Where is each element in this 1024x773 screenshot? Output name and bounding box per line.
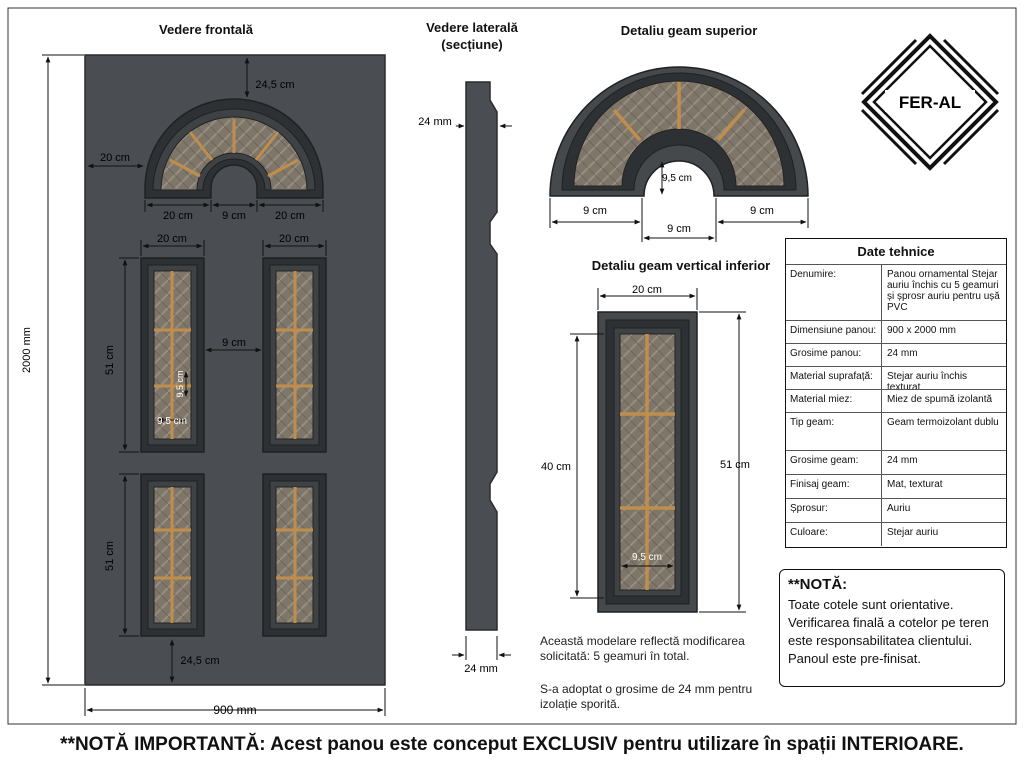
title-side-view: Vedere laterală — [426, 20, 518, 35]
table-row: Denumire: Panou ornamental Stejar auriu … — [786, 264, 1006, 321]
title-side-view-sub: (secțiune) — [441, 37, 503, 52]
dim-side-bottom: 24 mm — [464, 663, 498, 675]
table-key: Șprosur: — [786, 499, 882, 523]
dim-bottom-margin: 24,5 cm — [180, 655, 219, 667]
dim-top-left: 9 cm — [583, 205, 607, 217]
dim-vert-w: 20 cm — [632, 284, 662, 296]
nota-line: Panoul este pre-finisat. — [788, 651, 921, 666]
front-dimension-lines — [42, 54, 386, 716]
title-front-view: Vedere frontală — [159, 22, 253, 37]
page-border — [7, 7, 1017, 725]
dim-top-inner-h: 9,5 cm — [662, 173, 692, 184]
nota-heading: **NOTĂ: — [788, 576, 848, 593]
dim-upper-h: 51 cm — [104, 345, 116, 375]
dim-side-top: 24 mm — [418, 116, 452, 128]
dim-total-w: 900 mm — [213, 703, 256, 717]
arch-window — [144, 98, 324, 199]
logo-text: FER-AL — [899, 93, 961, 112]
nota-line: Toate cotele sunt orientative. — [788, 597, 954, 612]
vertical-detail: 20 cm 40 cm 51 cm 9,5 cm — [541, 284, 750, 613]
table-key: Grosime geam: — [786, 451, 882, 475]
dim-upper-right-w: 20 cm — [279, 233, 309, 245]
title-vertical-detail: Detaliu geam vertical inferior — [591, 258, 771, 273]
dim-upper-bar-h: 9,5 cm — [157, 416, 187, 427]
table-key: Material suprafață: — [786, 367, 882, 390]
modification-note: Această modelare reflectă modificarea so… — [540, 634, 776, 664]
top-detail: 9 cm 9 cm 9,5 cm 9 cm — [549, 66, 809, 242]
thickness-note-line1: S-a adoptat o grosime de 24 mm pentru — [540, 682, 753, 696]
table-key: Grosime panou: — [786, 344, 882, 367]
dim-top-inner-w: 9 cm — [667, 223, 691, 235]
table-value: Geam termoizolant dublu — [887, 417, 999, 428]
table-value: Auriu — [887, 503, 911, 514]
dim-upper-left-w: 20 cm — [157, 233, 187, 245]
thickness-note: S-a adoptat o grosime de 24 mm pentru iz… — [540, 682, 776, 712]
table-row: Material suprafață: Stejar auriu închis … — [786, 366, 1006, 393]
dim-arch-mid-w: 9 cm — [222, 210, 246, 222]
nota-box: **NOTĂ: Toate cotele sunt orientative. V… — [779, 569, 1005, 687]
table-key: Culoare: — [786, 523, 882, 546]
dim-arch-top: 24,5 cm — [255, 79, 294, 91]
technical-data-title: Date tehnice — [786, 239, 1006, 265]
lower-right-window — [262, 473, 327, 637]
table-key: Denumire: — [786, 265, 882, 321]
dim-arch-side: 20 cm — [100, 152, 130, 164]
dim-total-h: 2000 mm — [21, 327, 33, 373]
front-view: 2000 mm 900 mm 24,5 cm 20 cm 20 cm 9 cm … — [21, 54, 386, 717]
table-row: Tip geam: Geam termoizolant dublu — [786, 412, 1006, 451]
dim-vert-bar: 9,5 cm — [632, 552, 662, 563]
table-key: Material miez: — [786, 390, 882, 413]
dim-arch-right-w: 20 cm — [275, 210, 305, 222]
table-value: 24 mm — [887, 455, 918, 466]
table-value: Stejar auriu — [887, 527, 939, 538]
table-value: Miez de spumă izolantă — [887, 394, 993, 405]
dim-upper-gap: 9 cm — [222, 337, 246, 349]
title-top-detail: Detaliu geam superior — [620, 23, 758, 38]
dim-vert-glass-h: 40 cm — [541, 461, 571, 473]
side-view: 24 mm 24 mm — [418, 81, 512, 675]
table-key: Dimensiune panou: — [786, 321, 882, 344]
dim-vert-total-h: 51 cm — [720, 459, 750, 471]
table-row: Material miez: Miez de spumă izolantă — [786, 389, 1006, 413]
table-row: Dimensiune panou: 900 x 2000 mm — [786, 320, 1006, 344]
lower-left-window — [140, 473, 205, 637]
dim-upper-bar-v: 9,5 cm — [175, 370, 185, 397]
table-key: Tip geam: — [786, 413, 882, 451]
thickness-note-line2: izolație sporită. — [540, 697, 621, 711]
table-value: Stejar auriu închis texturat — [887, 371, 968, 393]
nota-line: Verificarea finală a cotelor pe teren — [788, 615, 989, 630]
table-key: Finisaj geam: — [786, 475, 882, 499]
dim-top-right: 9 cm — [750, 205, 774, 217]
table-row: Șprosur: Auriu — [786, 498, 1006, 523]
dim-arch-left-w: 20 cm — [163, 210, 193, 222]
upper-right-window — [262, 257, 327, 453]
table-row: Grosime panou: 24 mm — [786, 343, 1006, 367]
dim-lower-h: 51 cm — [104, 541, 116, 571]
nota-line: este responsabilitatea clientului. — [788, 633, 973, 648]
modification-note-line1: Această modelare reflectă modificarea — [540, 634, 745, 648]
table-row: Grosime geam: 24 mm — [786, 450, 1006, 475]
table-value: 900 x 2000 mm — [887, 325, 956, 336]
modification-note-line2: solicitată: 5 geamuri în total. — [540, 649, 690, 663]
table-row: Culoare: Stejar auriu — [786, 522, 1006, 546]
table-value: Panou ornamental Stejar auriu închis cu … — [887, 269, 1000, 313]
important-note: **NOTĂ IMPORTANTĂ: Acest panou este conc… — [60, 734, 964, 755]
fer-al-logo: FER-AL — [860, 33, 1000, 171]
technical-data-table: Date tehnice Denumire: Panou ornamental … — [785, 238, 1007, 548]
table-value: Mat, texturat — [887, 479, 943, 490]
table-row: Finisaj geam: Mat, texturat — [786, 474, 1006, 499]
table-value: 24 mm — [887, 348, 918, 359]
